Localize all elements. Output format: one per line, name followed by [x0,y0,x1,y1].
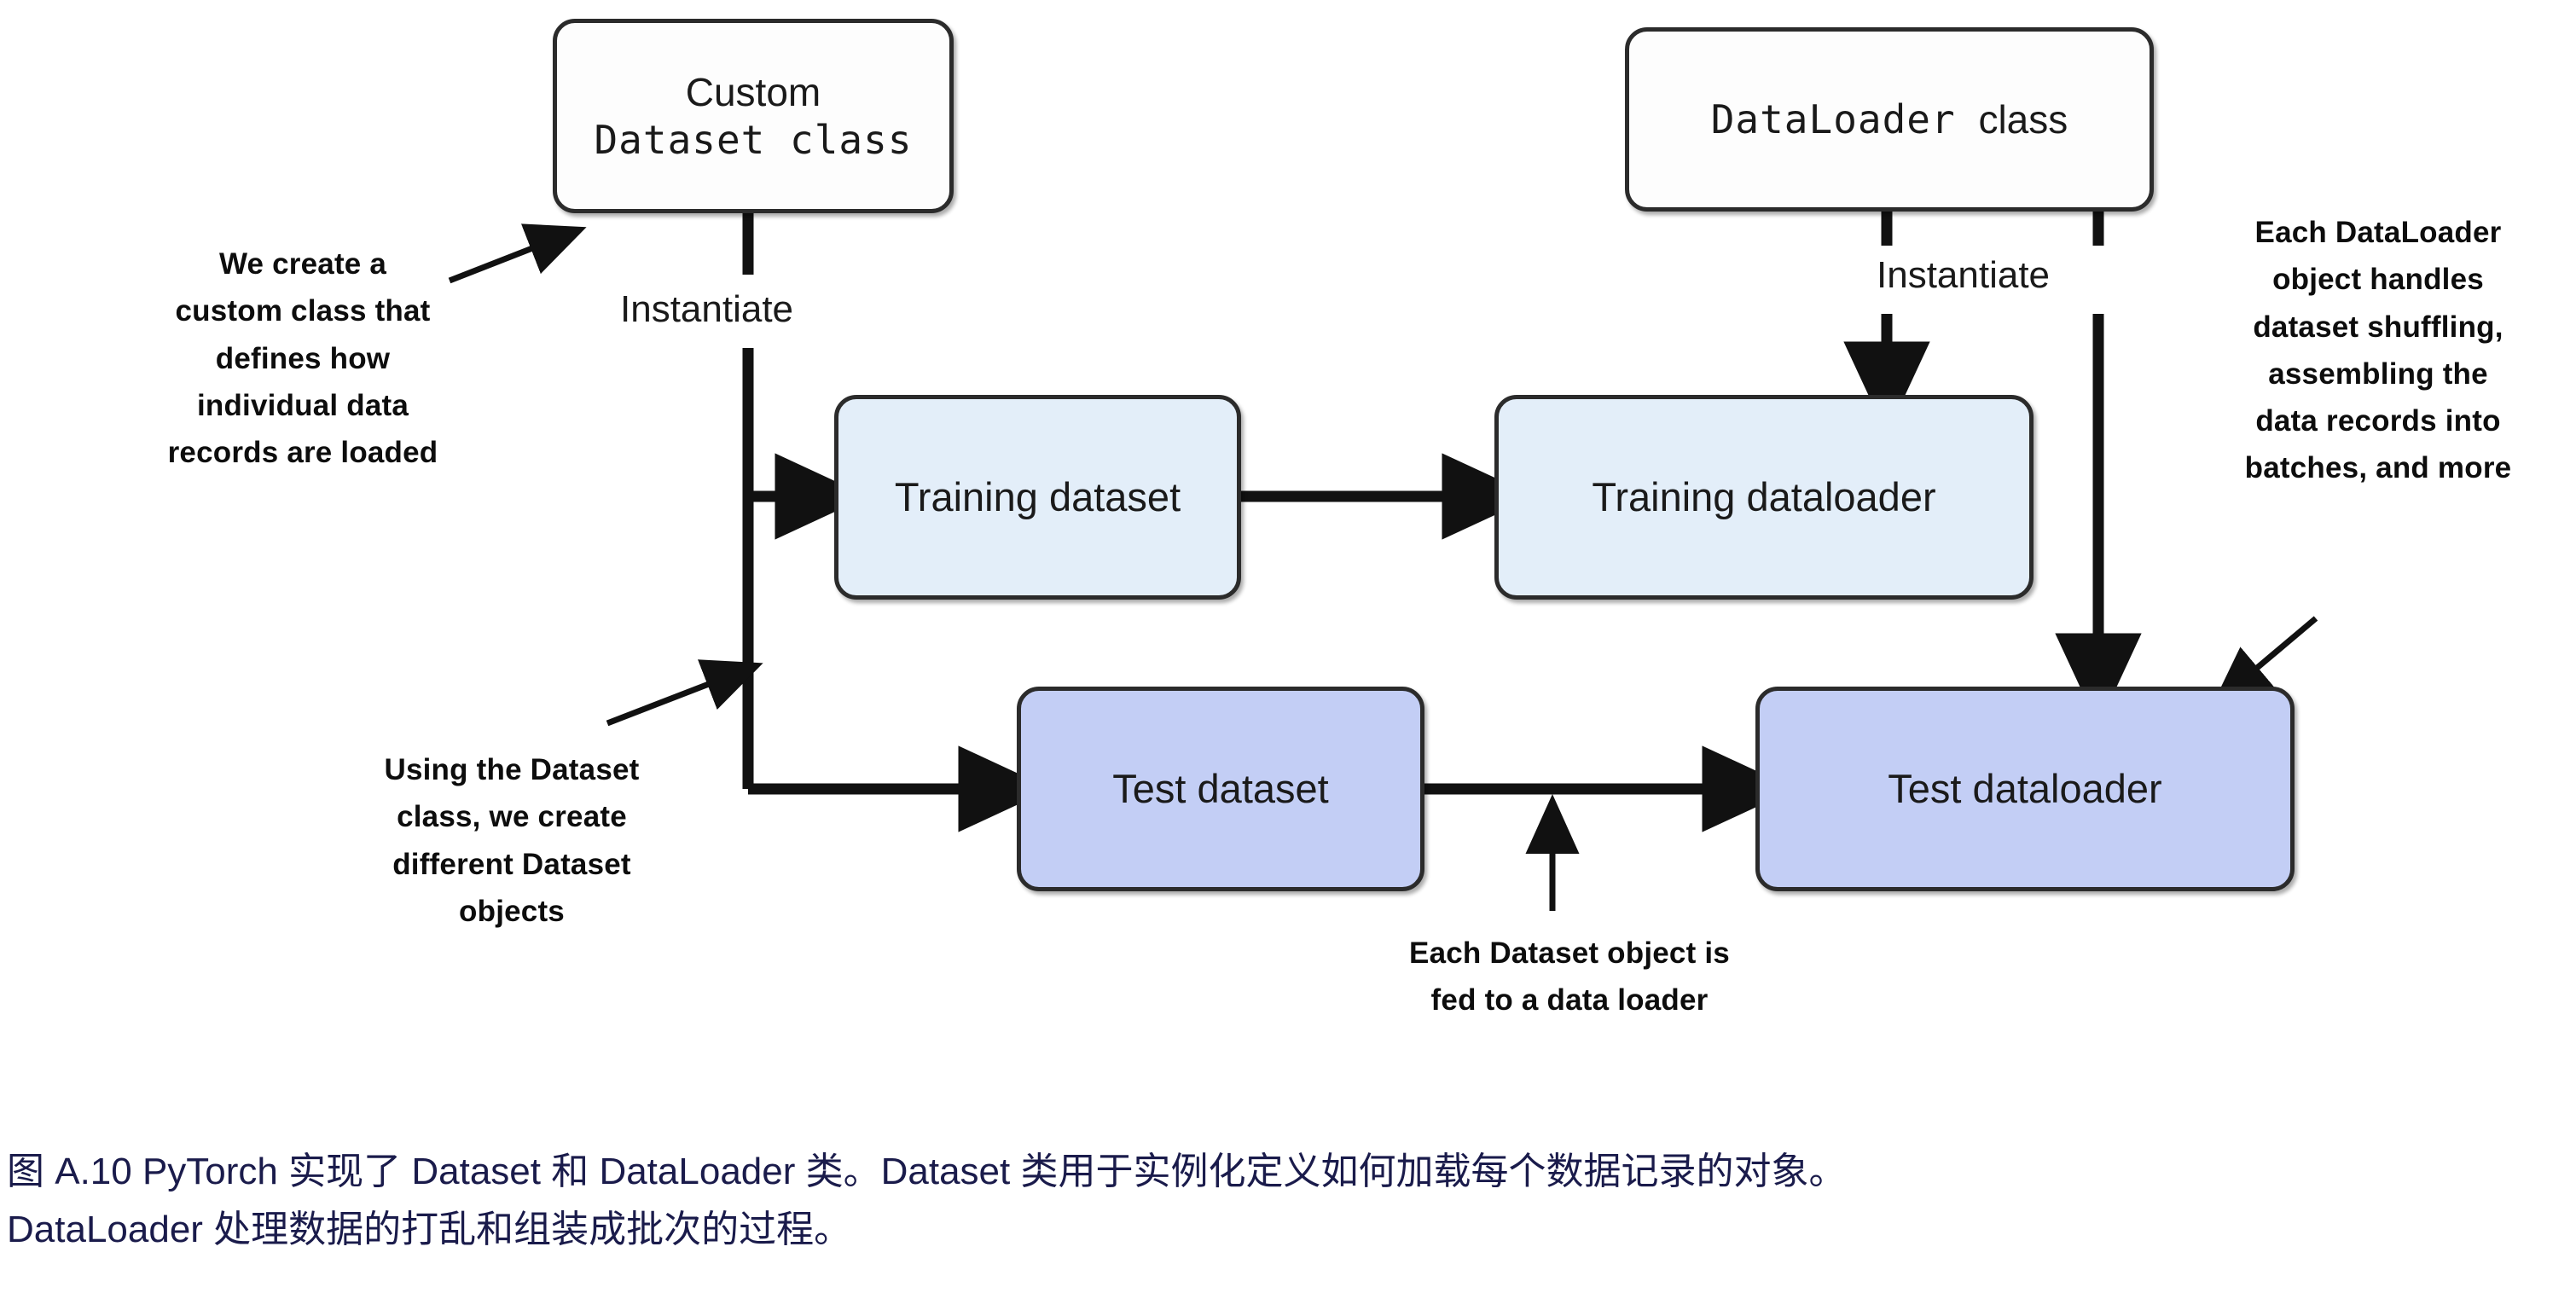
node-training-dataset[interactable]: Training dataset [834,395,1241,600]
node-dataloader-class-text: DataLoader class [1711,96,2068,143]
annotation-create-custom-class: We create a custom class that defines ho… [167,247,438,470]
node-custom-dataset-class[interactable]: Custom Dataset class [553,19,954,213]
pointer-dataloader-handles [2212,616,2318,706]
node-test-dataset[interactable]: Test dataset [1017,687,1424,891]
node-test-dataloader-label: Test dataloader [1888,766,2162,812]
dataloader-class-line1: DataLoader [1710,96,1956,142]
pointer-dataset-objects [606,659,763,727]
figure-caption-line-2: DataLoader 处理数据的打乱和组装成批次的过程。 [7,1209,852,1251]
custom-dataset-line2: Dataset class [594,117,913,163]
annotation-dataset-fed-to-loader: Each Dataset object is fed to a data loa… [1409,936,1730,1018]
annotation-dataloader-responsibilities: Each DataLoader object handles dataset s… [2244,216,2512,485]
node-training-dataloader-label: Training dataloader [1592,474,1936,520]
node-dataloader-class[interactable]: DataLoader class [1625,27,2154,212]
node-training-dataset-label: Training dataset [894,474,1181,520]
annotation-dataset-objects: Using the Dataset class, we create diffe… [384,753,640,928]
figure-caption-line-1: 图 A.10 PyTorch 实现了 Dataset 和 DataLoader … [7,1151,1847,1192]
node-custom-dataset-class-text: Custom Dataset class [594,68,912,164]
node-test-dataset-label: Test dataset [1112,766,1329,812]
node-test-dataloader[interactable]: Test dataloader [1755,687,2295,891]
custom-dataset-line1: Custom [685,69,821,114]
node-training-dataloader[interactable]: Training dataloader [1494,395,2034,600]
edge-label-instantiate-left: Instantiate [620,288,794,330]
dataloader-class-line2: class [1978,96,2068,142]
edge-label-instantiate-right: Instantiate [1877,254,2051,296]
figure-caption: 图 A.10 PyTorch 实现了 Dataset 和 DataLoader … [7,1143,2557,1259]
